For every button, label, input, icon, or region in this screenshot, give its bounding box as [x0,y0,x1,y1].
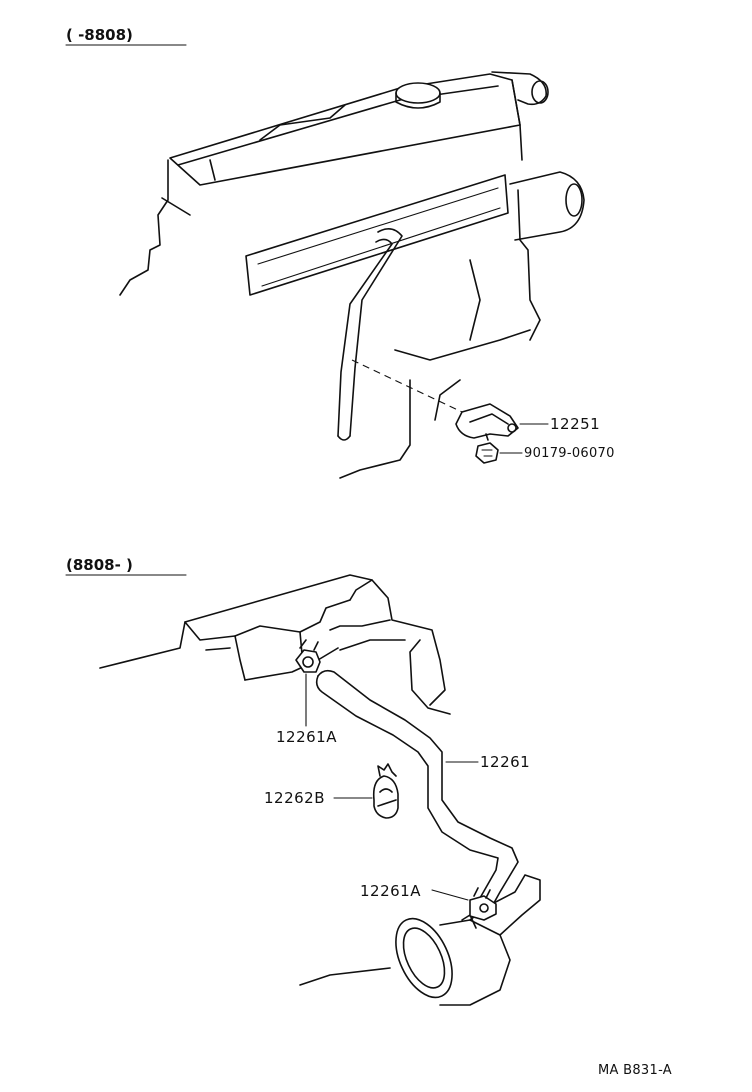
label-12261A-upper: 12261A [276,728,337,746]
engine-top-drawing [119,71,585,479]
label-12251: 12251 [550,415,600,433]
leader-dashed-12251 [351,359,463,413]
section-header-top: ( -8808) [66,26,133,44]
part-90179-bolt [475,442,499,464]
part-12261A-upper-clamp [295,639,321,673]
section-header-bottom: (8808- ) [66,556,133,574]
label-90179-06070: 90179-06070 [524,446,615,461]
part-12261-hose [315,669,519,913]
part-12262B-clamp [372,763,399,819]
part-12251-bracket [455,403,519,441]
diagram-code: MA B831-A [598,1063,672,1078]
engine-bottom-drawing [99,574,541,1006]
label-12262B: 12262B [264,789,325,807]
part-12261A-lower-clamp [469,887,497,921]
label-12261A-lower: 12261A [360,882,421,900]
leader-12261A-lower [431,889,469,901]
label-12261: 12261 [480,753,530,771]
